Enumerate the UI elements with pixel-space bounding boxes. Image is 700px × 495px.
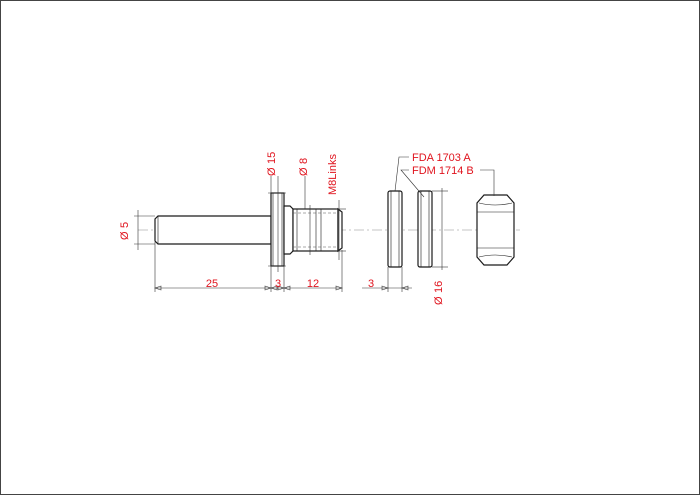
dia-symbol-15: Ø: [266, 167, 278, 176]
shaft-thread-body: [292, 208, 339, 252]
shaft-thread-end: [337, 207, 343, 253]
dia-symbol-8: Ø: [298, 167, 310, 176]
hex-nut: [476, 194, 515, 266]
dim-len-12: 12: [307, 278, 319, 290]
shaft-pin: [154, 215, 272, 245]
dim-len-3b: 3: [368, 278, 374, 290]
callout-part-a: FDA 1703 A: [412, 152, 471, 164]
shaft-part: [154, 192, 343, 267]
dim-len-25: 25: [206, 278, 218, 290]
washer-b: [417, 190, 433, 268]
dim-dia-15: 15: [266, 152, 278, 164]
dim-dia-16: 16: [433, 281, 445, 293]
dim-thread: M8Links: [327, 154, 339, 195]
callout-part-b: FDM 1714 B: [412, 165, 474, 177]
washer-a: [387, 190, 403, 268]
dia-symbol-5: Ø: [119, 231, 131, 240]
dia-symbol-16: Ø: [433, 296, 445, 305]
dimension-labels: 25 3 12 3 Ø 5 Ø 15 Ø 8 M8Links Ø 16 FDA …: [119, 152, 474, 305]
dim-len-3a: 3: [275, 278, 281, 290]
dimension-lines: [134, 156, 495, 292]
dim-dia-8: 8: [298, 158, 310, 164]
shaft-neck: [283, 205, 294, 255]
dim-dia-5: 5: [119, 222, 131, 228]
